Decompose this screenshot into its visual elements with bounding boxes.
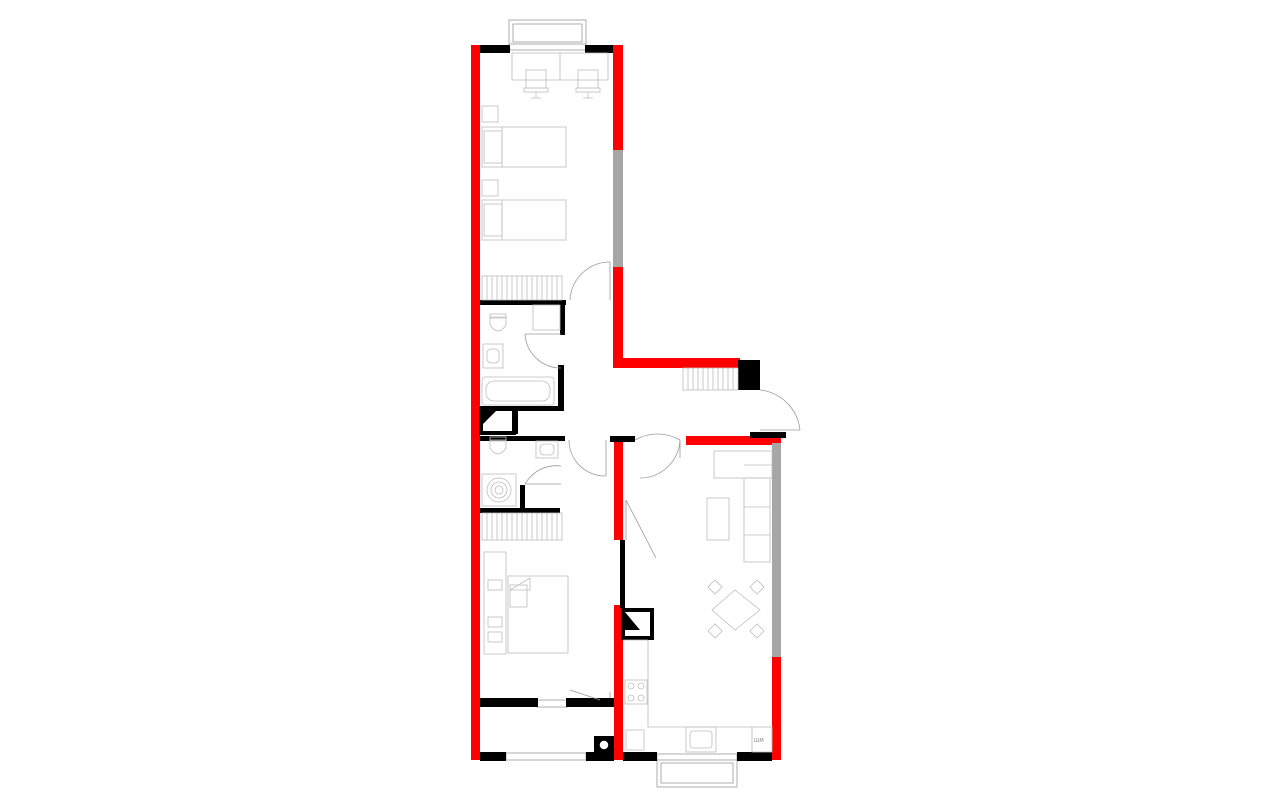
ventilation-shaft-2 bbox=[621, 608, 654, 640]
ventilation-shaft-1 bbox=[479, 407, 516, 435]
doors bbox=[524, 261, 801, 701]
desk-chair-icon-2 bbox=[575, 69, 601, 99]
inner-window bbox=[536, 699, 568, 708]
dining-table-icon bbox=[707, 579, 765, 639]
exterior-walls bbox=[471, 45, 781, 760]
toilet-icon bbox=[489, 313, 507, 332]
sink-icon bbox=[482, 343, 504, 369]
shower-icon bbox=[481, 473, 517, 507]
sink-icon-2 bbox=[535, 440, 559, 459]
wardrobe-hall bbox=[682, 367, 739, 391]
appliance-label: ШМ bbox=[754, 738, 764, 744]
washing-machine-icon: ШМ bbox=[751, 726, 773, 753]
toilet-icon-2 bbox=[489, 436, 507, 455]
glazed-walls bbox=[613, 150, 781, 657]
top-balcony bbox=[508, 19, 587, 51]
kitchen-cabinet bbox=[625, 729, 645, 751]
bottom-left-window bbox=[505, 752, 587, 761]
bathroom-cabinet bbox=[532, 304, 561, 331]
coffee-table bbox=[706, 497, 730, 541]
wardrobe-bedroom-bottom bbox=[481, 512, 563, 541]
sofa-icon bbox=[713, 450, 773, 563]
bedroom-dresser bbox=[483, 551, 507, 655]
bed-icon-2 bbox=[481, 179, 567, 241]
sink-icon-3 bbox=[685, 726, 717, 753]
desk bbox=[511, 52, 609, 81]
kitchen-counter bbox=[623, 639, 753, 752]
stove-icon bbox=[624, 679, 648, 705]
wardrobe-bedroom-top bbox=[481, 275, 563, 301]
interior-walls bbox=[480, 45, 786, 761]
desk-chair-icon bbox=[523, 69, 549, 99]
bottom-balcony bbox=[656, 753, 738, 788]
bed-icon-3 bbox=[507, 575, 569, 654]
gas-riser-icon bbox=[594, 736, 614, 754]
bathtub-icon bbox=[481, 376, 555, 406]
bed-icon bbox=[481, 105, 567, 168]
